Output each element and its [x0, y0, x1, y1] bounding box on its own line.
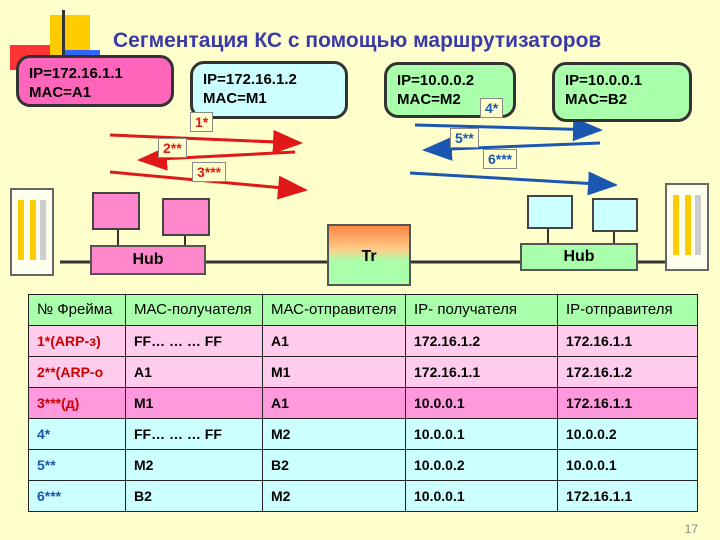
host-b2-mac: MAC=B2	[565, 91, 628, 108]
table-cell: M1	[125, 387, 263, 419]
table-row: 3***(д) M1 A1 10.0.0.1 172.16.1.1	[28, 387, 698, 419]
table-cell: M2	[125, 449, 263, 481]
router-m1-ip: IP=172.16.1.2	[203, 71, 297, 88]
frame-4-arrow	[414, 117, 603, 142]
table-cell: 172.16.1.1	[557, 480, 698, 512]
table-cell: 6***	[28, 480, 126, 512]
table-cell: FF… … … FF	[125, 325, 263, 357]
router-m1-mac: MAC=M1	[203, 90, 267, 107]
table-cell: A1	[125, 356, 263, 388]
column-header: № Фрейма	[28, 294, 126, 326]
table-cell: 1*(ARP-з)	[28, 325, 126, 357]
frame-label-4: 4*	[480, 98, 504, 118]
table-row: 4* FF… … … FF M2 10.0.0.1 10.0.0.2	[28, 418, 698, 450]
computer-icon	[92, 192, 140, 230]
table-cell: 5**	[28, 449, 126, 481]
frame-2-arrow	[137, 146, 296, 171]
router-m1-bubble: IP=172.16.1.2 MAC=M1	[190, 61, 348, 119]
frame-label-2: 2**	[158, 138, 187, 158]
table-header-row: № Фрейма МАС-получателя МАС-отправителя …	[28, 294, 698, 326]
router-box: Tr	[327, 224, 411, 286]
host-b2-bubble: IP=10.0.0.1 MAC=B2	[552, 62, 692, 122]
table-cell: 10.0.0.2	[557, 418, 698, 450]
frame-label-3: 3***	[192, 162, 227, 182]
table-cell: 172.16.1.1	[557, 325, 698, 357]
table-cell: 4*	[28, 418, 126, 450]
table-cell: 2**(ARP-о	[28, 356, 126, 388]
server-left-icon	[10, 188, 54, 276]
table-cell: B2	[262, 449, 406, 481]
column-header: IP-отправителя	[557, 294, 698, 326]
host-a1-ip: IP=172.16.1.1	[29, 65, 123, 82]
router-m2-ip: IP=10.0.0.2	[397, 72, 475, 89]
table-cell: 172.16.1.2	[405, 325, 558, 357]
frame-label-5: 5**	[450, 128, 479, 148]
column-header: МАС-получателя	[125, 294, 263, 326]
hub-right: Hub	[520, 243, 638, 271]
column-header: IP- получателя	[405, 294, 558, 326]
table-row: 2**(ARP-о A1 M1 172.16.1.1 172.16.1.2	[28, 356, 698, 388]
table-cell: M2	[262, 418, 406, 450]
frames-table: № Фрейма МАС-получателя МАС-отправителя …	[28, 294, 698, 512]
hub-left: Hub	[90, 245, 206, 275]
column-header: МАС-отправителя	[262, 294, 406, 326]
table-cell: 172.16.1.1	[557, 387, 698, 419]
table-cell: M1	[262, 356, 406, 388]
table-cell: B2	[125, 480, 263, 512]
table-cell: 10.0.0.1	[557, 449, 698, 481]
table-cell: 10.0.0.2	[405, 449, 558, 481]
table-cell: M2	[262, 480, 406, 512]
table-cell: A1	[262, 325, 406, 357]
computer-icon	[592, 198, 638, 232]
computer-icon	[162, 198, 210, 236]
table-cell: A1	[262, 387, 406, 419]
table-cell: 3***(д)	[28, 387, 126, 419]
host-a1-mac: MAC=A1	[29, 84, 92, 101]
frame-5-arrow	[422, 136, 601, 161]
router-m2-mac: MAC=M2	[397, 91, 461, 108]
frame-label-1: 1*	[190, 112, 214, 132]
host-a1-bubble: IP=172.16.1.1 MAC=A1	[16, 55, 174, 107]
page-number: 17	[684, 522, 698, 536]
table-row: 6*** B2 M2 10.0.0.1 172.16.1.1	[28, 480, 698, 512]
table-cell: 172.16.1.2	[557, 356, 698, 388]
frame-1-arrow	[109, 129, 303, 154]
table-cell: 10.0.0.1	[405, 418, 558, 450]
page-title: Сегментация КС с помощью маршрутизаторов	[113, 29, 602, 52]
table-cell: FF… … … FF	[125, 418, 263, 450]
table-row: 5** M2 B2 10.0.0.2 10.0.0.1	[28, 449, 698, 481]
host-b2-ip: IP=10.0.0.1	[565, 72, 643, 89]
table-cell: 10.0.0.1	[405, 387, 558, 419]
table-cell: 172.16.1.1	[405, 356, 558, 388]
frame-label-6: 6***	[483, 149, 518, 169]
frame-6-arrow	[409, 171, 618, 196]
computer-icon	[527, 195, 573, 229]
table-row: 1*(ARP-з) FF… … … FF A1 172.16.1.2 172.1…	[28, 325, 698, 357]
table-cell: 10.0.0.1	[405, 480, 558, 512]
server-right-icon	[665, 183, 709, 271]
